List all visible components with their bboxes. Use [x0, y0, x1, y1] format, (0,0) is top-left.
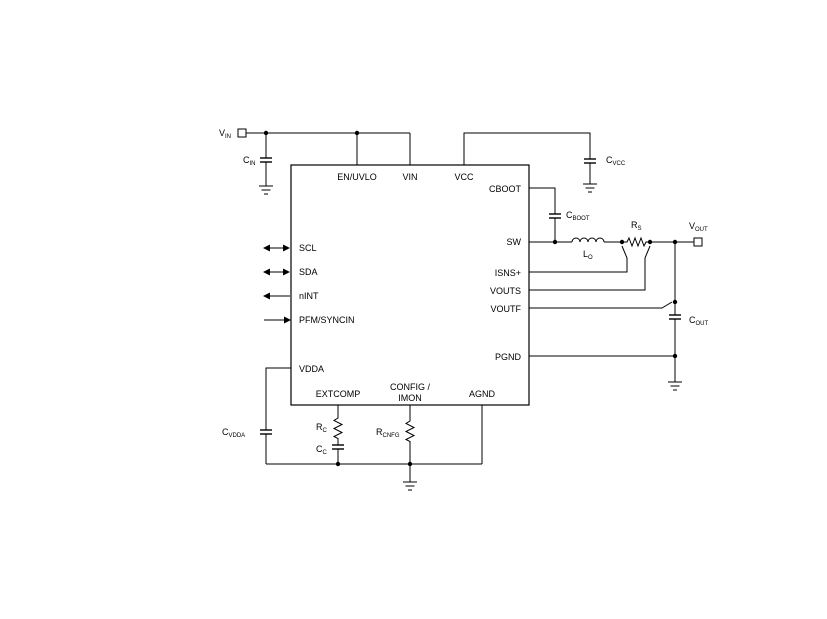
- label-rs: RS: [631, 220, 642, 232]
- vin-terminal: [237, 128, 247, 138]
- pin-en-uvlo: EN/UVLO: [337, 172, 377, 182]
- label-cout: COUT: [689, 315, 709, 327]
- agnd-ground-icon: [403, 481, 417, 491]
- vin-junction-en: [354, 130, 360, 136]
- rs-resistor: [622, 236, 650, 248]
- pin-nint: nINT: [299, 291, 319, 301]
- cc-capacitor: [332, 444, 344, 464]
- voutf-junction: [672, 299, 678, 305]
- rc-resistor: [332, 415, 344, 445]
- ic-body: [290, 164, 530, 406]
- cboot-capacitor: [549, 213, 561, 242]
- pin-sda: SDA: [299, 267, 318, 277]
- label-cin: CIN: [243, 155, 256, 167]
- lo-inductor: [571, 237, 605, 243]
- pin-agnd: AGND: [469, 389, 496, 399]
- cout-capacitor: [669, 314, 681, 382]
- label-cc: CC: [316, 444, 328, 456]
- pin-scl: SCL: [299, 243, 317, 253]
- pin-pgnd: PGND: [495, 352, 522, 362]
- pin-imon: IMON: [398, 393, 422, 403]
- pgnd-ground-icon: [668, 381, 682, 391]
- extcomp-junction: [335, 461, 341, 467]
- rcnfg-resistor: [404, 418, 416, 482]
- pgnd-junction: [672, 353, 678, 359]
- vout-terminal: [693, 237, 703, 247]
- cin-capacitor: [260, 133, 272, 186]
- pin-pfm-syncin: PFM/SYNCIN: [299, 315, 355, 325]
- label-cboot: CBOOT: [566, 210, 590, 222]
- pin-config: CONFIG /: [390, 382, 430, 392]
- cvcc-ground-icon: [583, 183, 597, 193]
- label-rcnfg: RCNFG: [376, 427, 400, 439]
- pin-vouts: VOUTS: [490, 286, 521, 296]
- config-junction: [407, 461, 413, 467]
- cvdda-capacitor: [260, 429, 272, 464]
- label-lo: LO: [583, 249, 593, 261]
- label-vout: VOUT: [689, 221, 708, 233]
- pin-voutf: VOUTF: [491, 304, 522, 314]
- cin-ground-icon: [259, 185, 273, 195]
- pin-vdda: VDDA: [299, 364, 324, 374]
- label-cvcc: CVCC: [606, 155, 626, 167]
- pin-vcc: VCC: [454, 172, 474, 182]
- label-rc: RC: [316, 422, 328, 434]
- pin-vin: VIN: [402, 172, 417, 182]
- label-vin: VIN: [219, 128, 231, 140]
- pin-sw: SW: [507, 237, 522, 247]
- pin-extcomp: EXTCOMP: [316, 389, 361, 399]
- pin-isns: ISNS+: [495, 268, 521, 278]
- sw-junction: [552, 239, 558, 245]
- pin-cboot: CBOOT: [489, 184, 522, 194]
- label-cvdda: CVDDA: [222, 427, 245, 439]
- cvcc-capacitor: [584, 158, 596, 184]
